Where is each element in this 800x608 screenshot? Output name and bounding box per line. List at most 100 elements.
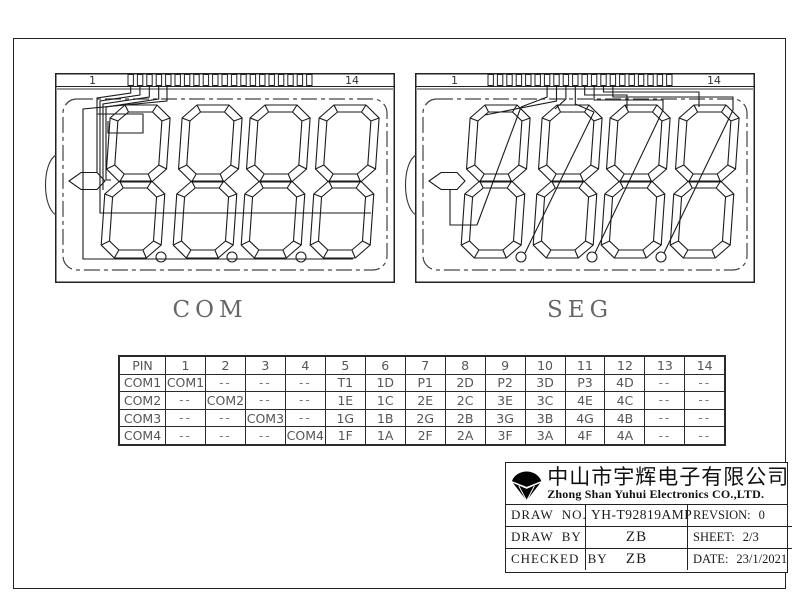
digit-3	[239, 104, 312, 259]
seg-feeder-3a	[584, 86, 628, 109]
pin-tab	[268, 74, 275, 86]
pin-table-cell: --	[644, 408, 686, 428]
checked-by-label: CHECKED BY	[506, 548, 607, 571]
pin-tab	[230, 74, 238, 86]
arrow-trace	[449, 190, 477, 226]
glass-fill-port	[45, 154, 57, 216]
pin-table-cell: --	[684, 408, 726, 428]
pin-tab	[193, 74, 200, 86]
pin-table-cell: --	[244, 426, 286, 446]
pin-tab	[306, 74, 313, 86]
pin-tab	[543, 74, 551, 86]
pin-tab	[666, 74, 673, 86]
pin-table-cell: 4C	[604, 391, 646, 410]
glass-fill-port	[405, 154, 417, 216]
pin-table-row-label: COM4	[118, 426, 166, 446]
pin-tab	[647, 74, 654, 86]
glass-outline	[415, 73, 755, 283]
draw-by-value: ZB	[586, 526, 688, 549]
revision-label: REVSION:	[693, 507, 751, 522]
viewing-area-border	[62, 98, 388, 271]
pin-table-cell: 3F	[484, 426, 526, 446]
pin-table-cell: --	[165, 408, 206, 428]
pin-table-cell: COM2	[204, 391, 246, 410]
dp1-circle	[155, 251, 167, 263]
sheet-label: SHEET:	[693, 529, 735, 544]
pin-table-cell: --	[644, 426, 686, 446]
pin-table-header-cell: 14	[684, 355, 726, 375]
pin-table-cell: 1D	[364, 373, 406, 393]
draw-by-label: DRAW BY	[506, 526, 586, 549]
pin-number-first: 1	[451, 74, 458, 87]
pin-table-header-cell: 9	[484, 355, 526, 375]
seg-feeder-1a	[520, 86, 548, 108]
date-cell: DATE: 23/1/2021	[688, 549, 792, 571]
digit-1	[99, 104, 172, 259]
pin-table-header-cell: 12	[604, 355, 646, 375]
pin-tab	[296, 74, 304, 86]
dp3-circle	[655, 251, 667, 263]
pin-table-row-label: COM2	[118, 391, 166, 410]
pin-table-header-cell: 2	[204, 355, 246, 375]
pin-table-cell: COM4	[284, 426, 326, 446]
com1-loop	[97, 113, 144, 134]
pin-table-cell: 2E	[404, 391, 446, 410]
pin-tab	[277, 74, 285, 86]
logo-canopy	[511, 471, 542, 487]
pin-table-row-label: COM3	[118, 408, 166, 428]
pin-table-cell: COM1	[165, 373, 206, 393]
pin-table-cell: 4A	[604, 426, 646, 446]
seg-diagonal-4	[663, 109, 734, 254]
lcd-drawing-seg: 1 14	[405, 73, 755, 283]
pin-tab	[487, 74, 494, 86]
digits-com	[99, 104, 381, 259]
indicator-arrow-segment	[428, 171, 466, 191]
pin-table-header-cell: 4	[284, 355, 326, 375]
digit-2	[531, 104, 604, 259]
digit-3	[599, 104, 672, 259]
pin-table-cell: 2C	[444, 391, 486, 410]
pin-table-cell: COM3	[244, 408, 286, 428]
pin-table-cell: 1F	[324, 426, 366, 446]
pin-table-cell: --	[204, 408, 246, 428]
pin-table-cell: 4G	[564, 408, 606, 428]
pin-table-cell: --	[204, 426, 246, 446]
seg-feeder-2b	[574, 86, 595, 113]
pin-tab	[146, 74, 153, 86]
checked-by-value: ZB	[586, 548, 688, 571]
pin-table-header-cell: 5	[324, 355, 366, 375]
pin-table-cell: 4D	[604, 373, 646, 393]
pin-table-cell: --	[684, 426, 726, 446]
dp3-circle	[295, 251, 307, 263]
glass-outline	[55, 73, 395, 283]
pin-tab	[525, 74, 532, 86]
sheet-cell: SHEET: 2/3	[688, 527, 793, 549]
pin-table-cell: 3G	[484, 408, 526, 428]
pin-tab	[656, 74, 664, 86]
pin-table-cell: 3A	[524, 426, 566, 446]
pin-number-last: 14	[345, 74, 359, 87]
pin-tab	[136, 74, 144, 86]
pin-tab	[609, 74, 617, 86]
date-label: DATE:	[693, 551, 729, 566]
pin-table-cell: P1	[404, 373, 446, 393]
seg-diagonal-2	[524, 111, 595, 254]
pin-table-cell: 3D	[524, 373, 566, 393]
seg-diagonal-3	[594, 109, 664, 254]
pin-tab	[506, 74, 513, 86]
pin-tab	[183, 74, 191, 86]
pin-table-cell: 1B	[364, 408, 406, 428]
indicator-arrow-segment	[68, 171, 106, 191]
pin-tab	[202, 74, 210, 86]
seg-feeder-4b	[612, 86, 734, 110]
pin-tab	[637, 74, 645, 86]
title-block-grid: DRAW NO. YH-T92819AMP REVSION: 0 DRAW BY…	[506, 505, 793, 571]
pin-tab	[553, 74, 560, 86]
pin-tab	[600, 74, 607, 86]
digit-4	[308, 104, 381, 259]
pin-table-cell: P2	[484, 373, 526, 393]
com4-trace	[82, 86, 353, 260]
pin-tabs	[487, 74, 673, 86]
pin-tab	[212, 74, 219, 86]
